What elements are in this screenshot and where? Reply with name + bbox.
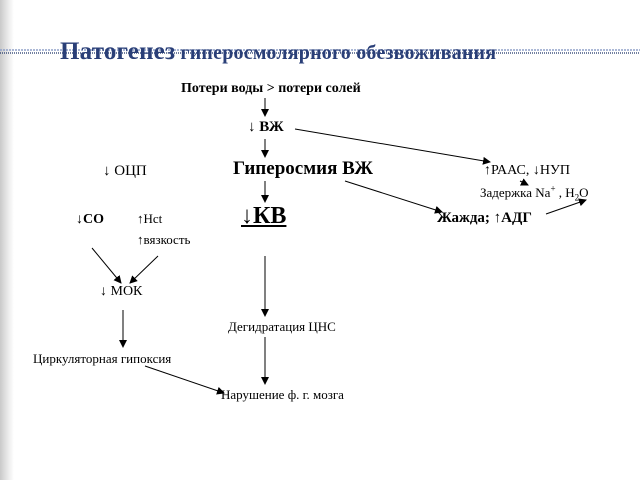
water-suffix: O <box>579 185 589 200</box>
sodium-prefix: Задержка Na <box>480 185 551 200</box>
node-brain-dysfunction: Нарушение ф. г. мозга <box>221 387 344 402</box>
arrow-co-to-mok <box>91 247 122 284</box>
arrow-hypoxia-to-brain <box>144 365 225 395</box>
title-part1: Патогенез <box>60 38 176 65</box>
node-circulatory-hypoxia: Циркуляторная гипоксия <box>33 351 172 366</box>
node-circulating-plasma-volume: ↓ ОЦП <box>103 163 147 179</box>
arrow-thirst-to-water-retention <box>545 198 587 215</box>
node-sodium-water-retention: Задержка Na+ , H2O <box>480 183 589 203</box>
slide-left-shadow <box>0 0 14 480</box>
sodium-charge: + <box>550 183 556 194</box>
water-subscript: 2 <box>574 192 580 203</box>
node-raas-nup: ↑РААС, ↓НУП <box>484 163 570 178</box>
node-hematocrit: ↑Hct <box>137 211 163 226</box>
node-ecf-decrease: ↓ ВЖ <box>248 119 284 135</box>
node-viscosity: ↑вязкость <box>137 232 191 247</box>
arrow-viscosity-to-mok <box>129 255 159 284</box>
title-underline-rule <box>0 49 640 54</box>
arrow-hyperosmia-to-thirst <box>344 180 443 214</box>
arrow-raas-to-sodium <box>519 178 529 186</box>
arrow-vzh-to-raas <box>294 128 491 165</box>
title-part2: гиперосмолярного обезвоживания <box>175 42 497 64</box>
node-cardiac-output: ↓CO <box>76 212 104 227</box>
node-water-salt-loss: Потери воды > потери солей <box>181 81 361 96</box>
node-intracellular-water: ↓КВ <box>241 203 287 229</box>
node-hyperosmia: Гиперосмия ВЖ <box>233 158 374 179</box>
slide-title: Патогенез гиперосмолярного обезвоживания <box>60 38 496 66</box>
node-thirst-adh: Жажда; ↑АДГ <box>437 210 532 226</box>
node-cns-dehydration: Дегидратация ЦНС <box>228 319 336 334</box>
node-minute-volume: ↓ МОК <box>100 284 143 299</box>
water-prefix: , H <box>555 185 575 200</box>
